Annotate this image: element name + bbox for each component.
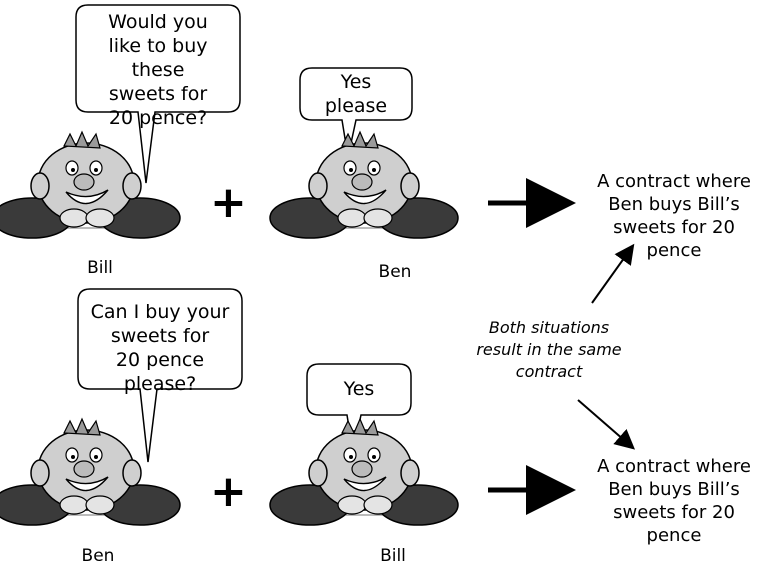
arrow-note-down [577, 399, 636, 450]
name-label-bottom-left: Ben [81, 546, 115, 566]
name-label-top-left: Bill [87, 258, 113, 278]
note-same-contract: Both situations result in the same contr… [476, 318, 622, 381]
character-bill-top [0, 131, 181, 239]
name-label-top-right: Ben [378, 262, 412, 282]
speech-text-top-right: Yes please [324, 71, 388, 117]
character-bill-bottom [269, 418, 459, 526]
speech-text-bottom-right: Yes [343, 378, 375, 400]
plus-sign-top: + [210, 177, 247, 228]
name-label-bottom-right: Bill [380, 546, 406, 566]
speech-text-top-left: Would you like to buy these sweets for 2… [108, 11, 208, 129]
speech-bubble-top-left [75, 4, 241, 184]
character-ben-top [269, 131, 459, 239]
arrow-note-up [591, 243, 635, 304]
character-ben-bottom [0, 418, 181, 526]
result-text-bottom: A contract where Ben buys Bill’s sweets … [597, 456, 751, 546]
speech-text-bottom-left: Can I buy your sweets for 20 pence pleas… [90, 301, 230, 395]
speech-bubble-top-right [299, 67, 413, 158]
result-text-top: A contract where Ben buys Bill’s sweets … [597, 171, 751, 261]
speech-bubble-bottom-left [77, 288, 243, 463]
plus-sign-bottom: + [210, 466, 247, 517]
